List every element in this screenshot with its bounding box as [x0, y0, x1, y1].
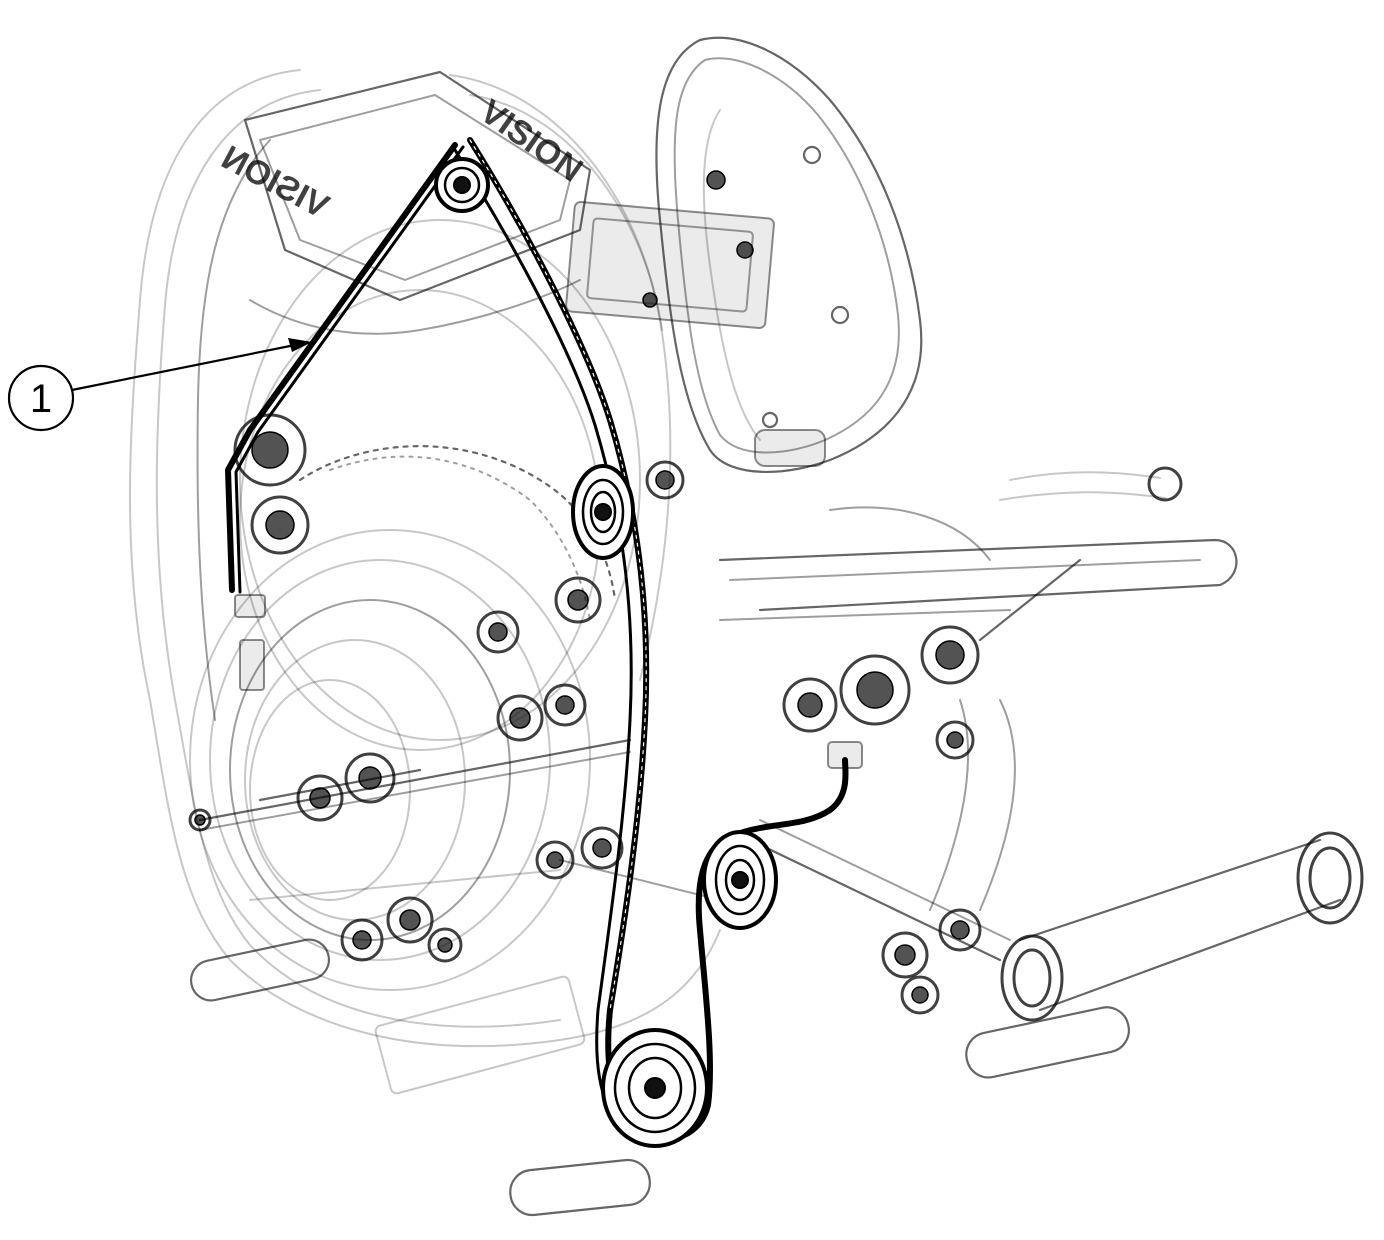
leader-arrowhead [288, 338, 312, 352]
pulley-idler-right [702, 830, 778, 930]
bearing-center-8 [535, 840, 575, 880]
bearing-lower-1 [386, 896, 434, 944]
bearing-drive-1 [839, 654, 911, 726]
bearing-center-7 [580, 826, 624, 870]
foot-pads [189, 938, 1130, 1217]
brand-mark-left: VISION [215, 138, 335, 226]
callout-leader [71, 342, 301, 392]
flywheel-chain [298, 445, 617, 621]
pulley-top [434, 157, 490, 213]
bearing-idler-top [645, 460, 685, 500]
axles [198, 609, 1011, 901]
bearing-lower-right-2 [938, 908, 982, 952]
bearing-lower-right-1 [881, 931, 929, 979]
bearing-drive-2 [920, 625, 980, 685]
bearing-clusters [188, 413, 982, 1015]
rear-frame [718, 466, 1364, 1022]
callout-1: 1 [7, 338, 312, 432]
pulley-bottom [601, 1028, 709, 1148]
bearing-lower-3 [427, 927, 463, 963]
tension-fitting [234, 594, 863, 769]
bearing-center-2 [496, 694, 544, 742]
bearing-center-3 [344, 752, 396, 804]
bearing-drive-3 [782, 677, 838, 733]
bearing-center-6 [554, 576, 602, 624]
bearing-left-upper [233, 413, 307, 487]
console-handle [655, 36, 923, 473]
bearing-lower-right-3 [900, 975, 940, 1015]
bearing-lower-2 [340, 918, 384, 962]
bearing-center-1 [476, 610, 520, 654]
adjustment-mechanism [565, 170, 775, 330]
bearing-center-5 [543, 683, 587, 727]
top-cover: VISION VISION [215, 70, 592, 335]
callout-number: 1 [30, 377, 52, 421]
bearing-drive-4 [935, 720, 975, 760]
callout-bubble [7, 364, 75, 432]
pulley-middle [571, 464, 635, 560]
bearing-left-mid [250, 495, 310, 555]
